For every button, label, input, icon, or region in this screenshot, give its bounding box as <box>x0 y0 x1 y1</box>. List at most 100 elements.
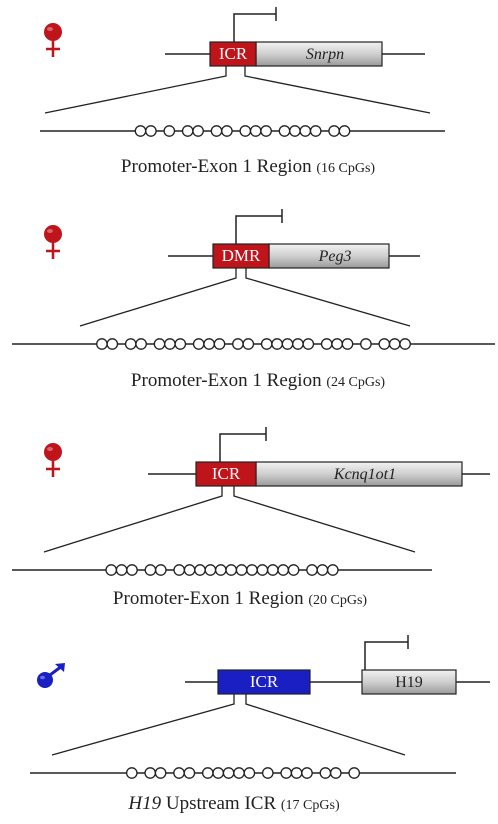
cpg-site <box>192 125 204 137</box>
caption-cpg-count: (16 CpGs) <box>316 161 375 176</box>
cpg-site <box>299 125 312 137</box>
cpg-site <box>301 767 313 779</box>
cpg-site <box>260 338 273 350</box>
gene-label: Peg3 <box>318 248 352 265</box>
cpg-site <box>173 767 185 779</box>
region-caption: Promoter-Exon 1 Region (16 CpGs) <box>121 156 375 177</box>
male-symbol-icon <box>37 663 65 688</box>
cpg-site <box>134 125 147 137</box>
cpg-site <box>260 125 272 137</box>
cpg-site <box>221 125 233 137</box>
cpg-site <box>154 564 167 576</box>
transcription-arrow-icon <box>233 13 276 42</box>
cpg-site <box>319 767 332 779</box>
cpg-site <box>329 767 342 779</box>
region-caption: H19 Upstream ICR (17 CpGs) <box>127 793 340 814</box>
region-caption: Promoter-Exon 1 Region (24 CpGs) <box>131 370 385 391</box>
gene-box <box>255 41 383 67</box>
cpg-site <box>326 564 339 576</box>
cpg-site <box>203 338 215 350</box>
cpg-site <box>225 564 238 576</box>
cpg-site <box>302 338 315 350</box>
cpg-site <box>183 767 196 779</box>
cpg-site <box>242 338 255 350</box>
cpg-site <box>341 338 354 350</box>
transcription-arrow-icon <box>235 215 282 244</box>
region-box <box>217 669 311 695</box>
cpg-site <box>271 338 283 350</box>
caption-cpg-count: (20 CpGs) <box>308 593 367 608</box>
region-label: DMR <box>222 246 261 265</box>
gene-label: H19 <box>395 674 423 691</box>
region-box <box>209 41 257 67</box>
cpg-site <box>233 767 245 779</box>
cpg-site <box>105 564 118 576</box>
female-symbol-icon <box>44 225 62 259</box>
transcription-arrow-icon <box>219 433 266 462</box>
cpg-site <box>278 125 291 137</box>
gene-label: Kcnq1ot1 <box>333 466 396 483</box>
cpg-site <box>277 564 290 576</box>
cpg-site <box>331 338 343 350</box>
cpg-site <box>154 767 167 779</box>
cpg-site <box>338 125 351 137</box>
cpg-site <box>320 338 333 350</box>
zoom-bracket-right <box>244 66 431 114</box>
cpg-site <box>135 338 147 350</box>
transcription-arrow-icon <box>364 641 408 670</box>
cpg-site <box>144 767 157 779</box>
cpg-site <box>124 338 137 350</box>
caption-main: Upstream ICR <box>166 793 281 814</box>
cpg-site <box>213 338 226 350</box>
cpg-site <box>290 767 303 779</box>
zoom-bracket-left <box>43 486 223 553</box>
cpg-site <box>235 564 248 576</box>
cpg-site <box>348 767 361 779</box>
cpg-site <box>399 338 411 350</box>
region-label: ICR <box>219 44 248 63</box>
cpg-site <box>378 338 391 350</box>
zoom-bracket-right <box>233 486 416 553</box>
cpg-site <box>106 338 119 350</box>
caption-gene: H19 <box>127 793 165 814</box>
caption-main: Promoter-Exon 1 Region <box>121 156 316 177</box>
cpg-site <box>243 767 256 779</box>
cpg-site <box>201 767 214 779</box>
cpg-site <box>309 125 322 137</box>
cpg-site <box>266 564 279 576</box>
cpg-site <box>212 767 225 779</box>
cpg-site <box>153 338 166 350</box>
female-symbol-icon <box>44 23 62 57</box>
cpg-site <box>281 338 294 350</box>
female-symbol-icon <box>44 443 62 477</box>
zoom-bracket-right <box>245 268 411 327</box>
cpg-site <box>126 564 138 576</box>
cpg-site <box>174 338 187 350</box>
cpg-site <box>222 767 235 779</box>
cpg-site <box>144 564 157 576</box>
caption-cpg-count: (17 CpGs) <box>281 798 340 813</box>
cpg-site <box>194 564 206 576</box>
cpg-site <box>163 125 176 137</box>
cpg-site <box>292 338 304 350</box>
region-label: ICR <box>212 464 241 483</box>
cpg-site <box>289 125 301 137</box>
cpg-site <box>192 338 205 350</box>
cpg-site <box>96 338 108 350</box>
zoom-bracket-left <box>44 66 227 114</box>
region-caption: Promoter-Exon 1 Region (20 CpGs) <box>113 588 367 609</box>
cpg-site <box>328 125 340 137</box>
cpg-site <box>306 564 318 576</box>
gene-label: Snrpn <box>306 46 344 63</box>
cpg-site <box>239 125 252 137</box>
region-box <box>212 243 270 269</box>
region-box <box>195 461 257 487</box>
cpg-site <box>261 767 274 779</box>
cpg-site <box>181 125 194 137</box>
cpg-site <box>232 338 244 350</box>
cpg-site <box>125 767 138 779</box>
cpg-site <box>173 564 186 576</box>
